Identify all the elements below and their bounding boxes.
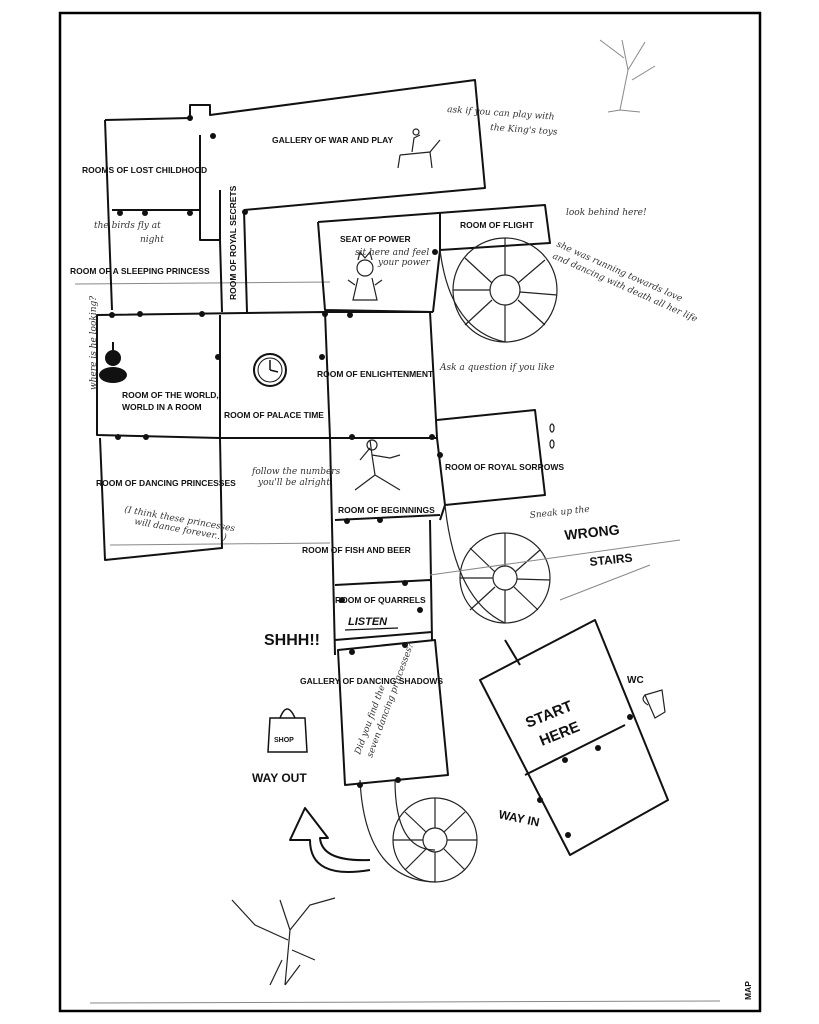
start-here-walls	[479, 619, 669, 856]
pencil-line	[109, 542, 331, 546]
note-follow-numbers: follow the numbers	[251, 467, 341, 477]
room-label-seat-of-power: SEAT OF POWER	[340, 234, 411, 244]
room-label-lost-childhood: ROOMS OF LOST CHILDHOOD	[82, 165, 207, 175]
royal-secrets-walls	[219, 209, 248, 313]
room-label-room-of-world: ROOM OF THE WORLD,	[122, 390, 219, 400]
pencil-line	[89, 1000, 721, 1004]
note-follow-numbers: you'll be alright	[257, 478, 330, 488]
tree-woman-icon	[354, 439, 401, 491]
sign-listen: LISTEN	[348, 616, 388, 628]
pencil-line	[559, 564, 651, 601]
note-where-looking: where is he looking?	[89, 296, 99, 390]
note-flight: and dancing with death all her life	[551, 252, 699, 325]
note-sneak-up: Sneak up the	[529, 505, 590, 521]
room-label-royal-secrets: ROOM OF ROYAL SECRETS	[228, 185, 238, 300]
dancing-princesses-walls	[99, 437, 223, 561]
dancing-shadows-walls	[337, 639, 449, 786]
map-corner-label: MAP	[743, 981, 753, 1000]
sign-shop: SHOP	[274, 737, 294, 744]
gallery-war-play-walls	[104, 79, 486, 211]
bulb-marks	[549, 423, 555, 449]
room-label-sleeping-princess: ROOM OF A SLEEPING PRINCESS	[70, 266, 210, 276]
room-label-fish-and-beer: ROOM OF FISH AND BEER	[302, 545, 411, 555]
note-seat: your power	[377, 258, 431, 268]
shopping-bag-icon	[267, 708, 308, 753]
room-label-palace-time: ROOM OF PALACE TIME	[224, 410, 324, 420]
king-figure-icon	[347, 250, 383, 301]
room-label-world-in-a-room: WORLD IN A ROOM	[122, 402, 202, 412]
room-label-room-of-flight: ROOM OF FLIGHT	[460, 220, 534, 230]
note-seat: sit here and feel	[355, 248, 429, 258]
room-label-dancing-princesses: ROOM OF DANCING PRINCESSES	[96, 478, 236, 488]
spiral-staircase-icon	[439, 237, 558, 343]
royal-sorrows-walls	[436, 409, 546, 506]
page-frame	[58, 11, 762, 1013]
pencil-line	[429, 539, 681, 576]
tree-icon	[599, 39, 656, 113]
toilet-icon	[642, 689, 666, 719]
room-label-enlightenment: ROOM OF ENLIGHTENMENT	[317, 369, 434, 379]
note-look-behind: look behind here!	[566, 208, 647, 218]
world-room-walls	[96, 311, 331, 439]
room-label-quarrels: ROOM OF QUARRELS	[335, 595, 426, 605]
note-birds: night	[140, 235, 164, 245]
note-kings-toys: the King's toys	[490, 123, 558, 138]
pencil-line	[74, 281, 331, 285]
note-flight: she was running towards love	[555, 240, 684, 305]
globe-icon	[99, 342, 127, 383]
lost-childhood-walls	[104, 119, 221, 311]
spiral-staircase-icon	[359, 779, 478, 883]
note-kings-toys: ask if you can play with	[447, 105, 555, 122]
room-label-beginnings: ROOM OF BEGINNINGS	[338, 505, 435, 515]
sign-wc: WC	[627, 675, 644, 686]
arrow-up-icon	[289, 807, 371, 873]
note-wrong: WRONG	[564, 521, 621, 543]
room-label-gallery-war-play: GALLERY OF WAR AND PLAY	[272, 135, 394, 145]
note-ask-question: Ask a question if you like	[439, 363, 555, 373]
tree-icon	[231, 897, 336, 986]
door-markers	[109, 115, 633, 838]
spiral-staircase-icon	[444, 504, 551, 624]
sign-way-in: WAY IN	[497, 807, 540, 829]
enlightenment-walls	[325, 311, 438, 439]
horse-rider-icon	[397, 128, 441, 169]
room-label-dancing-shadows: GALLERY OF DANCING SHADOWS	[300, 676, 443, 686]
sign-shhh: SHHH!!	[264, 632, 320, 649]
clock-icon	[253, 353, 287, 387]
listen-underline	[344, 627, 399, 631]
room-label-royal-sorrows: ROOM OF ROYAL SORROWS	[445, 462, 564, 472]
note-birds: the birds fly at	[94, 221, 161, 231]
note-stairs: STAIRS	[589, 551, 633, 569]
sign-way-out: WAY OUT	[252, 771, 307, 785]
